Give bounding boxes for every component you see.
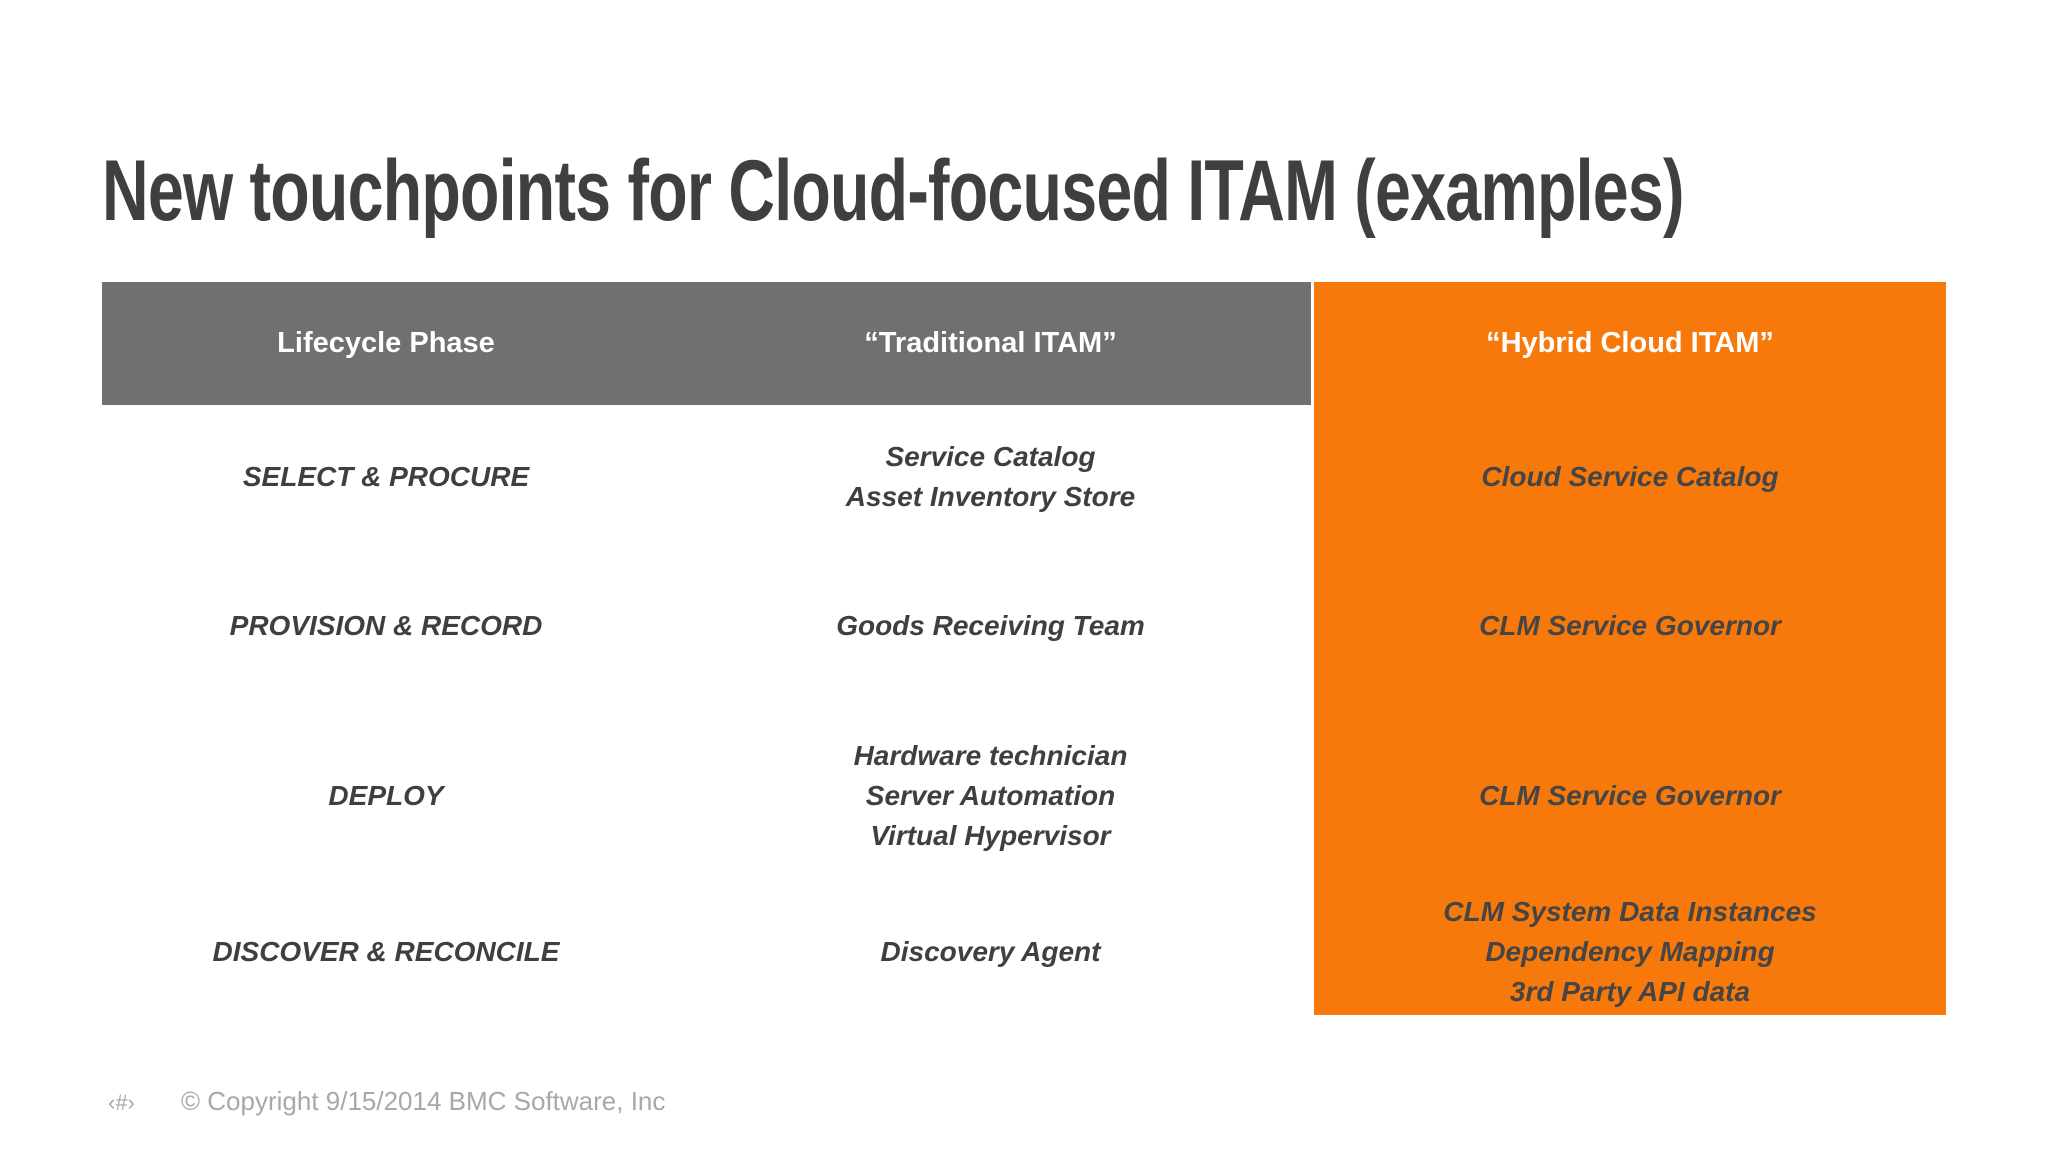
cell-line: Hardware technician [853,740,1128,771]
phase-cell-deploy: DEPLOY [102,703,670,875]
phase-cell-select-procure: SELECT & PROCURE [102,405,670,535]
traditional-cell-discover-reconcile: Discovery Agent [670,875,1311,1015]
phase-cell-discover-reconcile: DISCOVER & RECONCILE [102,875,670,1015]
cell-line: CLM Service Governor [1479,610,1781,641]
lifecycle-table: Lifecycle Phase “Traditional ITAM” “Hybr… [102,282,1946,1015]
hybrid-cell-discover-reconcile: CLM System Data Instances Dependency Map… [1311,875,1946,1015]
slide-number-placeholder: ‹#› [108,1090,135,1115]
cell-line: DISCOVER & RECONCILE [212,936,560,967]
header-cell-lifecycle-phase: Lifecycle Phase [102,282,670,405]
cell-line: 3rd Party API data [1509,976,1751,1007]
hybrid-cell-select-procure: Cloud Service Catalog [1311,405,1946,535]
footer: ‹#› © Copyright 9/15/2014 BMC Software, … [108,1086,665,1117]
slide-title: New touchpoints for Cloud-focused ITAM (… [102,143,1685,239]
traditional-cell-provision-record: Goods Receiving Team [670,535,1311,703]
cell-line: PROVISION & RECORD [229,610,543,641]
cell-line: Asset Inventory Store [845,481,1136,512]
header-label: “Hybrid Cloud ITAM” [1486,327,1774,359]
copyright-text: © Copyright 9/15/2014 BMC Software, Inc [180,1086,666,1116]
cell-line: SELECT & PROCURE [242,461,530,492]
traditional-cell-deploy: Hardware technician Server Automation Vi… [670,703,1311,875]
cell-line: Dependency Mapping [1485,936,1775,967]
header-label: “Traditional ITAM” [864,327,1117,359]
cell-line: Virtual Hypervisor [870,820,1111,851]
phase-cell-provision-record: PROVISION & RECORD [102,535,670,703]
cell-line: Discovery Agent [880,936,1101,967]
cell-line: Cloud Service Catalog [1481,461,1779,492]
cell-line: CLM Service Governor [1479,780,1781,811]
cell-line: Server Automation [865,780,1116,811]
cell-line: Goods Receiving Team [836,610,1145,641]
header-label: Lifecycle Phase [277,327,495,359]
header-cell-hybrid-cloud-itam: “Hybrid Cloud ITAM” [1311,282,1946,405]
hybrid-cell-provision-record: CLM Service Governor [1311,535,1946,703]
cell-line: CLM System Data Instances [1443,896,1817,927]
traditional-cell-select-procure: Service Catalog Asset Inventory Store [670,405,1311,535]
header-cell-traditional-itam: “Traditional ITAM” [670,282,1311,405]
cell-line: DEPLOY [328,780,444,811]
hybrid-cell-deploy: CLM Service Governor [1311,703,1946,875]
cell-line: Service Catalog [885,441,1096,472]
